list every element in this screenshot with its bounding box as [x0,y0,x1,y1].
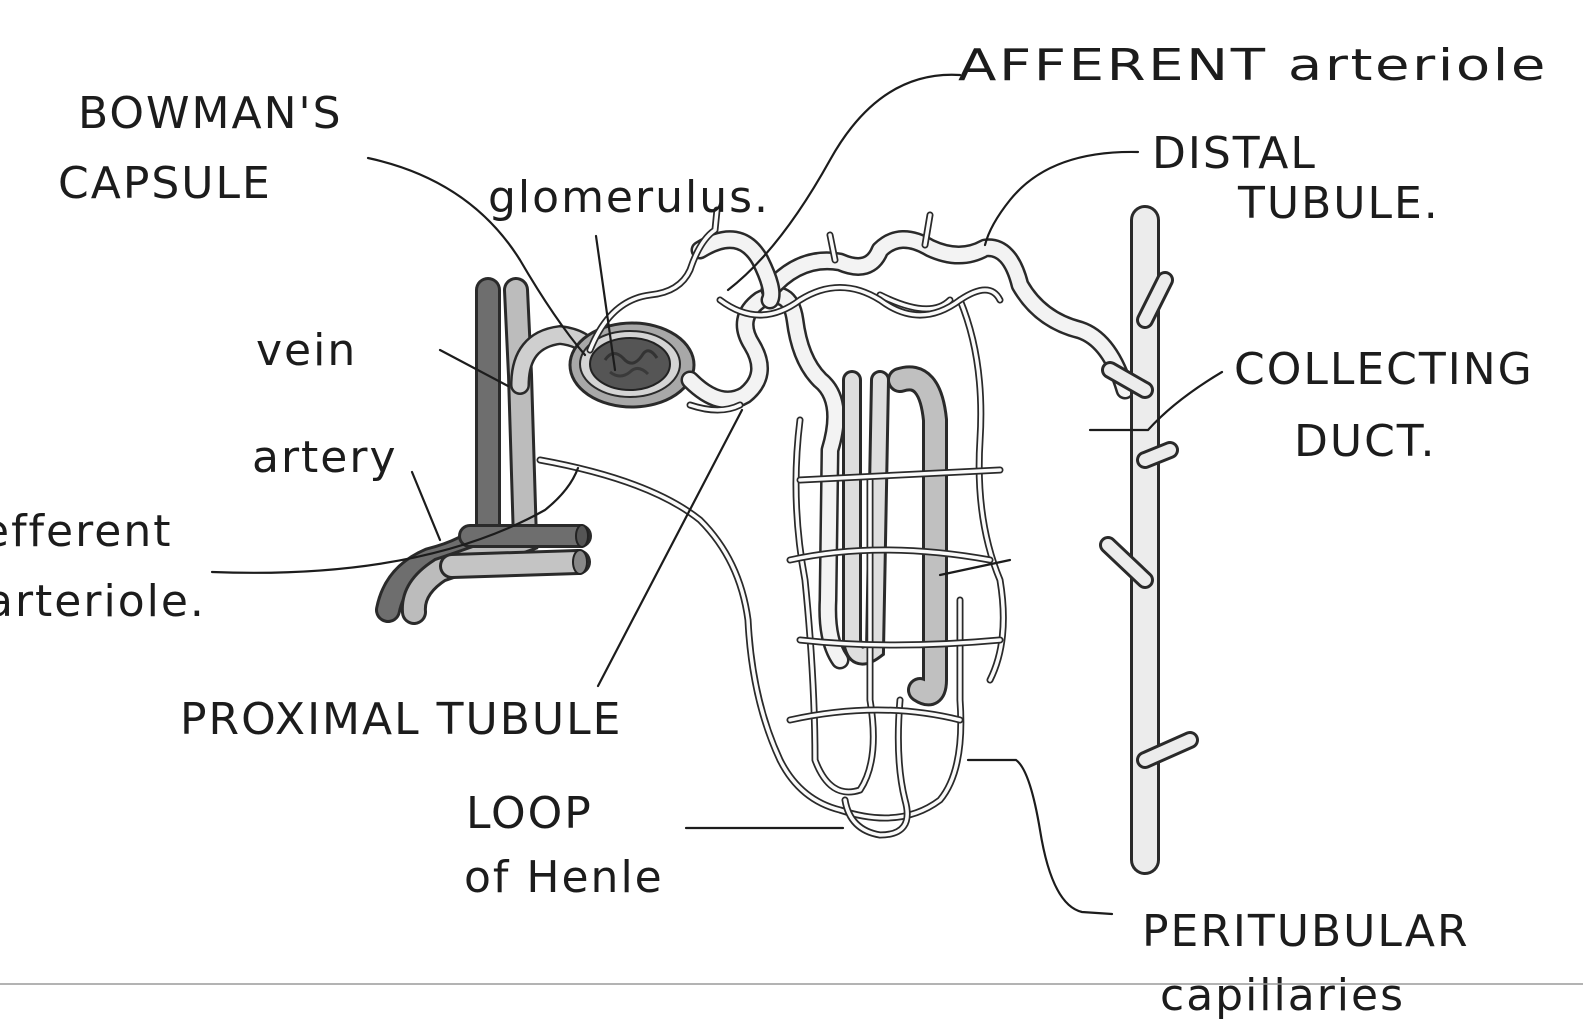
label-bowmans-capsule-line1: BOWMAN'S [78,88,343,139]
label-bowmans-capsule-line2: CAPSULE [58,158,272,209]
label-collecting-duct-line1: COLLECTING [1234,344,1534,395]
glomerulus-shape [590,338,670,390]
label-loop-of-henle-line1: LOOP [466,788,593,839]
labels: BOWMAN'S CAPSULE glomerulus. AFFERENT ar… [0,40,1548,1021]
label-peritubular-capillaries-line1: PERITUBULAR [1142,906,1470,957]
renal-vessels [388,290,590,612]
label-collecting-duct-line2: DUCT. [1294,416,1436,467]
label-efferent-arteriole-line2: arteriole. [0,576,206,627]
label-afferent-arteriole-top: AFFERENT arteriole [958,40,1548,91]
label-vein: vein [256,325,357,376]
label-artery: artery [252,432,398,483]
label-glomerulus: glomerulus. [488,172,770,223]
label-distal-tubule-line1: DISTAL [1152,128,1317,179]
label-efferent-arteriole-line1: efferent [0,506,172,557]
label-proximal-tubule: PROXIMAL TUBULE [180,694,622,745]
label-loop-of-henle-line2: of Henle [464,852,664,903]
label-peritubular-capillaries-line2: capillaries [1160,970,1405,1021]
collecting-duct-shape [1108,220,1190,860]
label-distal-tubule-line2: TUBULE. [1237,178,1440,229]
